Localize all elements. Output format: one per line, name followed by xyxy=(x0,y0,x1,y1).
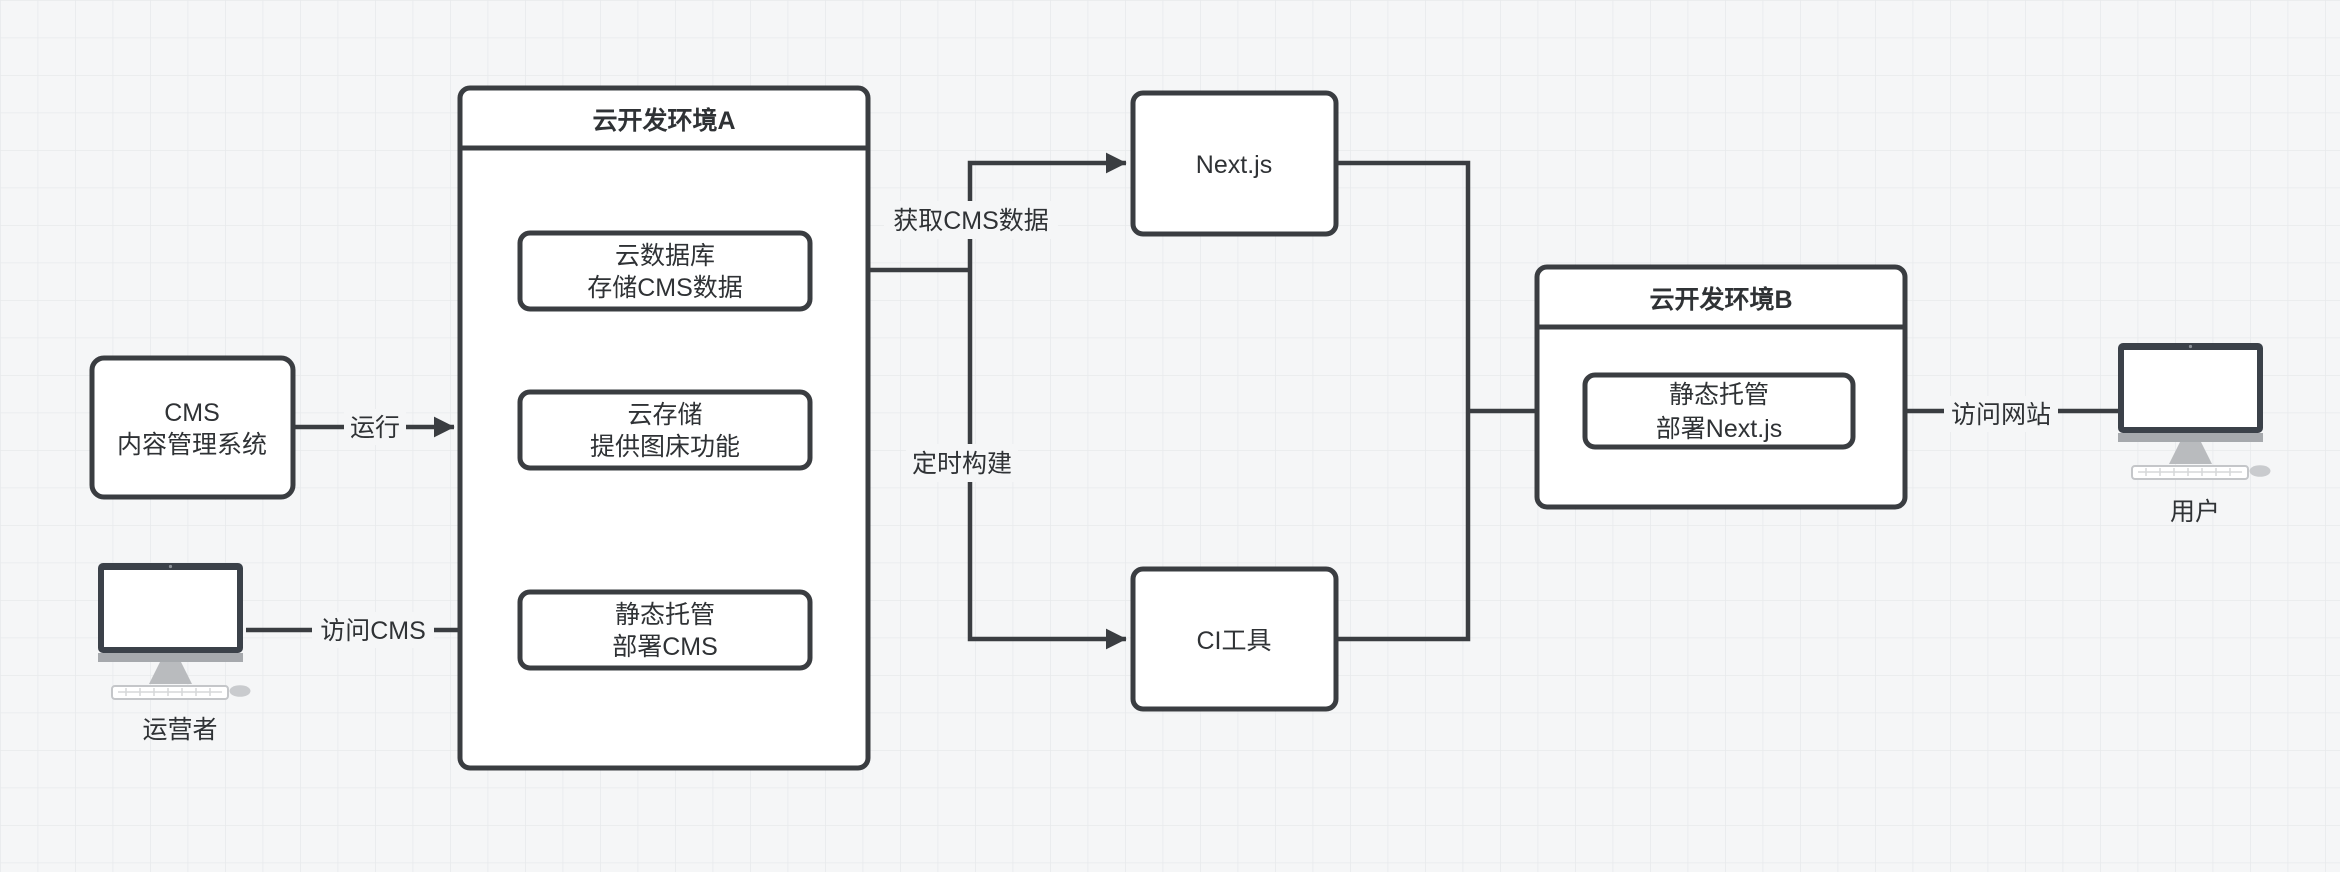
node-ci-tool: CI工具 xyxy=(1130,566,1339,712)
node-cloud-storage-line2: 提供图床功能 xyxy=(590,433,740,461)
node-cloud-db-line1: 云数据库 xyxy=(615,242,715,270)
node-cloud-storage-line1: 云存储 xyxy=(627,401,702,429)
edge-nextjs-out xyxy=(1336,160,1471,411)
svg-text:访问网站: 访问网站 xyxy=(1951,401,2051,429)
node-cloud-storage: 云存储 提供图床功能 xyxy=(517,389,813,471)
node-static-hosting-cms-line2: 部署CMS xyxy=(612,633,718,661)
operator-actor: 运营者 xyxy=(98,563,251,744)
operator-desktop-computer-icon xyxy=(98,563,251,700)
node-cms: CMS 内容管理系统 xyxy=(89,355,296,500)
user-desktop-computer-icon xyxy=(2118,343,2271,480)
edge-label-visit-site: 访问网站 xyxy=(1944,396,2058,432)
container-env-a-title: 云开发环境A xyxy=(592,106,735,135)
operator-label: 运营者 xyxy=(142,716,217,744)
edge-scheduled-build xyxy=(967,270,1127,650)
node-static-hosting-nextjs-line1: 静态托管 xyxy=(1669,381,1769,409)
container-env-b: 云开发环境B 静态托管 部署Next.js xyxy=(1534,264,1908,510)
container-env-b-title: 云开发环境B xyxy=(1649,285,1792,314)
user-actor: 用户 xyxy=(2118,343,2271,526)
user-label: 用户 xyxy=(2170,498,2220,526)
node-cms-line2: 内容管理系统 xyxy=(117,431,267,459)
node-nextjs-label: Next.js xyxy=(1196,151,1272,179)
node-ci-tool-label: CI工具 xyxy=(1196,627,1271,655)
container-env-a: 云开发环境A 云数据库 存储CMS数据 云存储 提供图床功能 静态托管 部署CM… xyxy=(457,85,871,771)
node-cms-line1: CMS xyxy=(164,399,220,427)
edge-label-fetch-cms-data: 获取CMS数据 xyxy=(884,201,1058,239)
mouse-icon xyxy=(2249,465,2271,477)
node-nextjs: Next.js xyxy=(1130,90,1339,237)
monitor-chin xyxy=(2118,433,2263,442)
node-static-hosting-cms-line1: 静态托管 xyxy=(615,601,715,629)
mouse-icon xyxy=(229,685,251,697)
svg-text:定时构建: 定时构建 xyxy=(912,450,1012,478)
node-cloud-db: 云数据库 存储CMS数据 xyxy=(517,230,813,312)
edge-label-visit-cms: 访问CMS xyxy=(312,612,434,648)
keyboard-keys xyxy=(2138,468,2242,476)
monitor-chin xyxy=(98,653,243,662)
node-static-hosting-nextjs-line2: 部署Next.js xyxy=(1656,415,1782,443)
monitor-stand xyxy=(2169,442,2212,464)
edge-ci-out xyxy=(1336,411,1471,642)
monitor-stand xyxy=(149,662,192,684)
keyboard-keys xyxy=(118,688,222,696)
node-static-hosting-nextjs: 静态托管 部署Next.js xyxy=(1582,372,1856,450)
monitor-camera-dot xyxy=(2188,344,2193,349)
monitor-screen xyxy=(104,570,237,647)
monitor-camera-dot xyxy=(168,564,173,569)
edge-label-scheduled-build: 定时构建 xyxy=(906,444,1018,482)
svg-text:访问CMS: 访问CMS xyxy=(320,617,426,645)
edge-labels-layer: 运行 访问CMS 获取CMS数据 定时构建 访问网站 xyxy=(312,201,2058,648)
svg-text:获取CMS数据: 获取CMS数据 xyxy=(893,207,1049,235)
node-static-hosting-cms: 静态托管 部署CMS xyxy=(517,589,813,671)
monitor-screen xyxy=(2124,350,2257,427)
node-cloud-db-line2: 存储CMS数据 xyxy=(587,274,743,302)
svg-text:运行: 运行 xyxy=(350,414,400,442)
edge-label-run: 运行 xyxy=(344,409,406,445)
